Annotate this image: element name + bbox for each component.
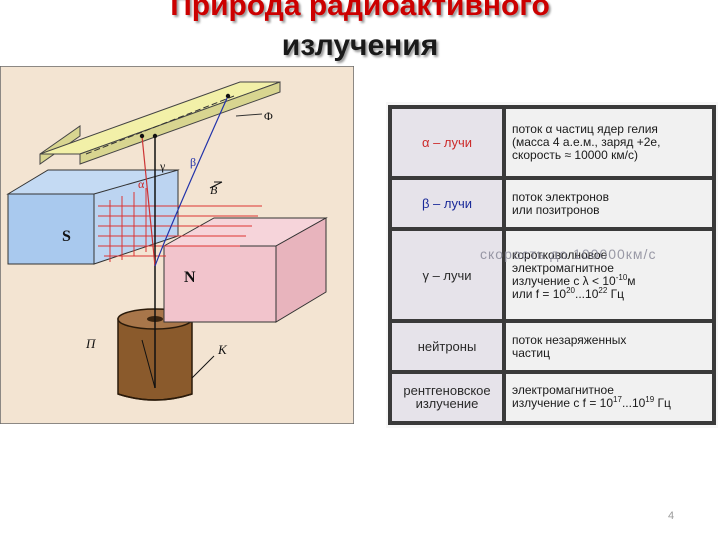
- table-row: нейтроны поток незаряженных частиц: [392, 323, 712, 370]
- row-name-beta: β – лучи: [392, 180, 502, 228]
- table-row: α – лучи поток α частиц ядер гелия (масс…: [392, 109, 712, 177]
- label-beta: β: [190, 155, 196, 169]
- title-line-1: Природа радиоактивного: [170, 0, 550, 22]
- table-row: рентгеновское излучение электромагнитное…: [392, 373, 712, 421]
- row-name-alpha: α – лучи: [392, 109, 502, 177]
- label-S: S: [62, 228, 71, 245]
- table-row: β – лучи поток электронов или позитронов: [392, 180, 712, 228]
- row-desc-gamma: коротковолновое электромагнитное излучен…: [506, 231, 712, 320]
- row-desc-neutrons: поток незаряженных частиц: [506, 323, 712, 370]
- radiation-experiment-figure: S N α γ β B Φ П К: [0, 66, 354, 424]
- label-N: N: [184, 269, 196, 286]
- label-phi: Φ: [264, 109, 273, 123]
- speed-overlay-text: скорость до 100000км/с: [480, 246, 657, 262]
- row-name-gamma: γ – лучи: [392, 231, 502, 320]
- label-K: К: [217, 342, 228, 357]
- row-desc-beta: поток электронов или позитронов: [506, 180, 712, 228]
- beta-path: [154, 95, 229, 267]
- magnet-S-front: [7, 193, 95, 265]
- row-desc-xray: электромагнитное излучение с f = 1017...…: [506, 373, 712, 421]
- label-gamma: γ: [159, 159, 166, 173]
- row-name-neutrons: нейтроны: [392, 323, 502, 370]
- row-name-xray: рентгеновское излучение: [392, 373, 502, 421]
- radiation-table-frame: α – лучи поток α частиц ядер гелия (масс…: [386, 102, 718, 428]
- radiation-types-table: α – лучи поток α частиц ядер гелия (масс…: [388, 105, 716, 425]
- title-line-2: излучения: [281, 29, 439, 62]
- slide-title: Природа радиоактивного излучения: [0, 0, 720, 66]
- alpha-path: [141, 135, 156, 267]
- label-alpha: α: [138, 177, 145, 191]
- label-B: B: [210, 183, 218, 197]
- label-P: П: [85, 336, 97, 351]
- magnet-N-side: [275, 217, 327, 323]
- page-number: 4: [668, 510, 675, 522]
- magnet-N-front: [163, 245, 277, 323]
- table-row: γ – лучи коротковолновое электромагнитно…: [392, 231, 712, 320]
- row-desc-alpha: поток α частиц ядер гелия (масса 4 а.е.м…: [506, 109, 712, 177]
